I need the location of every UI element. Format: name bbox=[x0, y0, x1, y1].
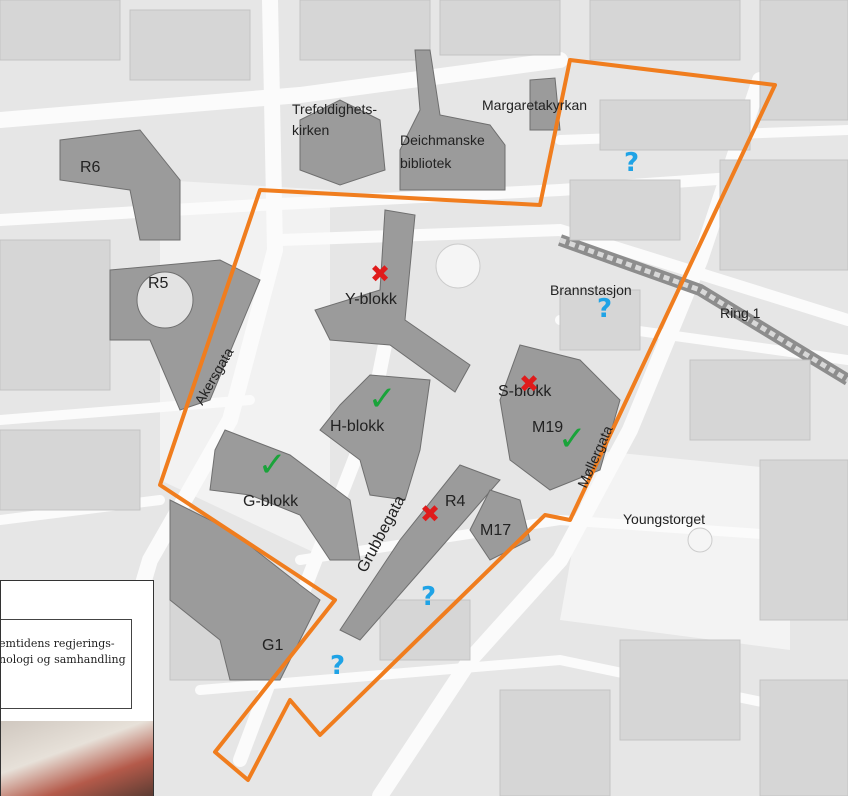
document-photo bbox=[1, 721, 153, 796]
document-line-2: nologi og samhandling bbox=[0, 653, 126, 666]
building-r4 bbox=[339, 464, 501, 641]
project-boundary bbox=[158, 58, 777, 782]
question-marker[interactable]: ? bbox=[421, 582, 437, 612]
cross-marker[interactable]: ✖ bbox=[370, 260, 391, 288]
label-brannstasjon: Brannstasjon bbox=[550, 282, 632, 298]
building-library bbox=[399, 49, 506, 191]
label-youngstorget: Youngstorget bbox=[623, 511, 705, 527]
document-text: emtidens regjerings- nologi og samhandli… bbox=[0, 636, 126, 668]
cross-marker[interactable]: ✖ bbox=[420, 500, 441, 528]
building-label-s-blokk: S-blokk bbox=[498, 383, 552, 400]
document-excerpt-card: emtidens regjerings- nologi og samhandli… bbox=[0, 580, 154, 796]
building-g-blokk bbox=[209, 429, 361, 561]
building-margaretakyrkan bbox=[529, 77, 561, 131]
label-trefoldighetskirken-1: Trefoldighets- bbox=[292, 101, 378, 117]
building-label-g1: G1 bbox=[262, 637, 284, 654]
building-label-r6: R6 bbox=[80, 159, 101, 176]
document-header-box bbox=[1, 619, 132, 709]
building-label-m19: M19 bbox=[532, 419, 564, 436]
question-marker[interactable]: ? bbox=[624, 148, 640, 178]
building-label-h-blokk: H-blokk bbox=[330, 418, 385, 435]
check-marker[interactable]: ✓ bbox=[368, 379, 397, 419]
building-label-y-blokk: Y-blokk bbox=[345, 291, 397, 308]
label-ring1: Ring 1 bbox=[720, 305, 761, 321]
question-marker[interactable]: ? bbox=[330, 651, 346, 681]
building-m19 bbox=[499, 344, 621, 491]
question-marker[interactable]: ? bbox=[597, 294, 613, 324]
building-h-blokk bbox=[319, 374, 431, 501]
building-label-r4: R4 bbox=[445, 493, 466, 510]
document-line-1: emtidens regjerings- bbox=[0, 637, 115, 650]
label-deichmanske-2: bibliotek bbox=[400, 155, 452, 171]
check-marker[interactable]: ✓ bbox=[258, 445, 287, 485]
building-label-r5: R5 bbox=[148, 275, 169, 292]
label-trefoldighetskirken-2: kirken bbox=[292, 122, 330, 138]
label-margaretakyrkan: Margaretakyrkan bbox=[482, 97, 588, 113]
cross-marker[interactable]: ✖ bbox=[519, 370, 540, 398]
building-church bbox=[299, 99, 386, 186]
building-label-g-blokk: G-blokk bbox=[243, 493, 299, 510]
label-deichmanske-1: Deichmanske bbox=[400, 132, 485, 148]
building-r6 bbox=[59, 129, 181, 241]
building-label-m17: M17 bbox=[480, 522, 512, 539]
check-marker[interactable]: ✓ bbox=[558, 419, 587, 459]
building-y-blokk bbox=[314, 209, 471, 393]
